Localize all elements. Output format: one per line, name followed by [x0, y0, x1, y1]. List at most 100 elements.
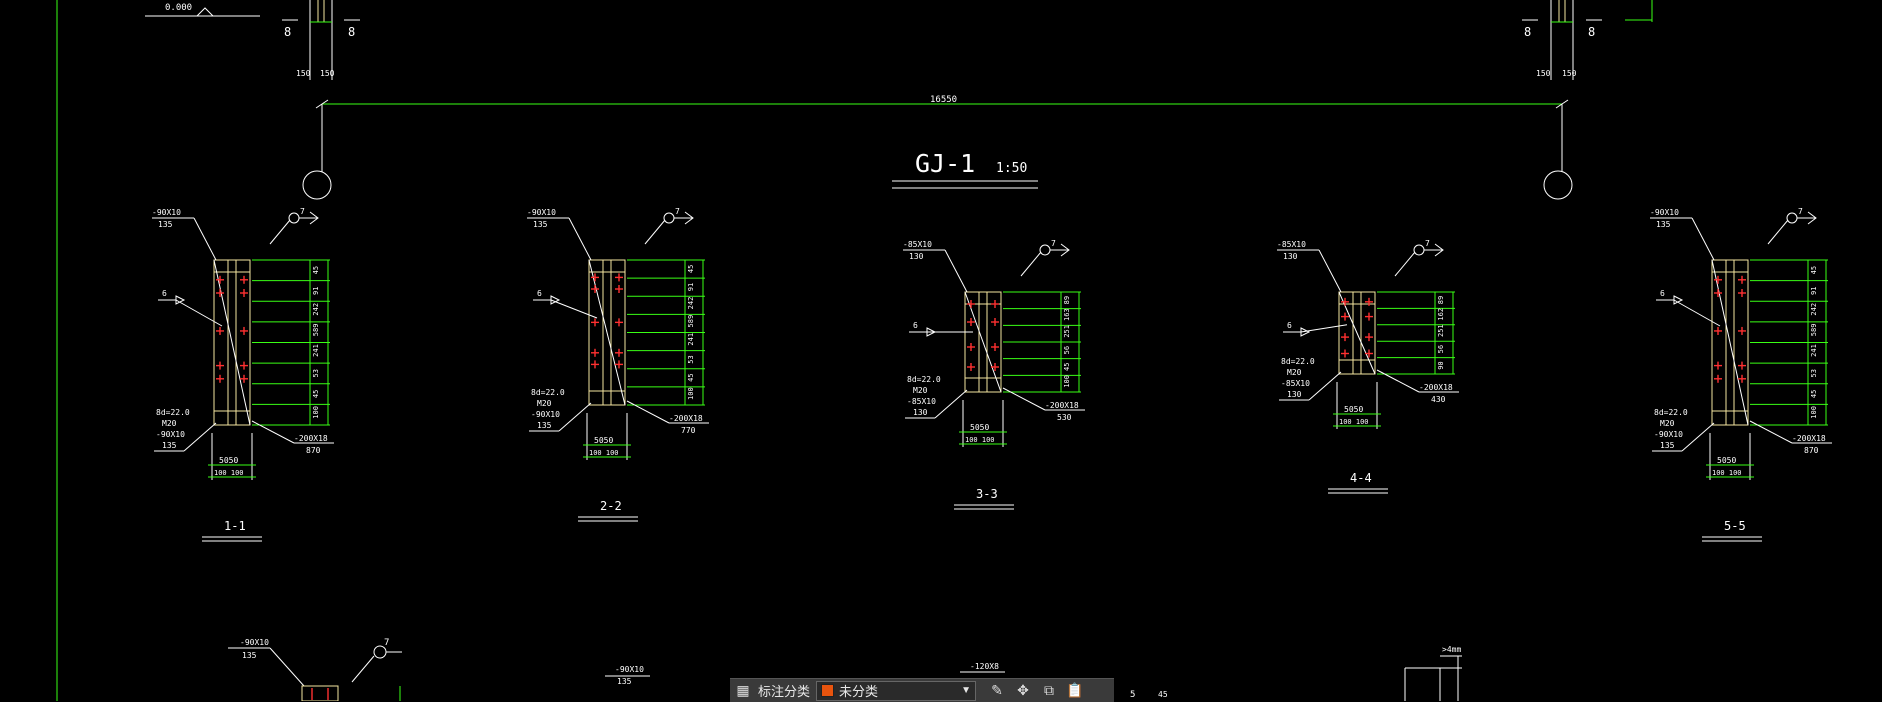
bottom-partials: -90X10 135 7 -90X10 135 -120X8 5 45 >4mm: [228, 638, 1462, 701]
section-bottom-plate-label: -90X10: [156, 430, 185, 439]
section-bottom-plate-label: -85X10: [907, 397, 936, 406]
section-dim-text: 251: [1063, 325, 1071, 338]
section-dim-text: 53: [687, 355, 695, 363]
section-dim-text: 100: [687, 387, 695, 400]
section-dim-text: 91: [312, 287, 320, 295]
section-weld-num: 6: [913, 321, 918, 330]
section-bolt-size: M20: [537, 399, 552, 408]
section-base-plate-len: 530: [1057, 413, 1072, 422]
section-dim-text: 89: [1063, 296, 1071, 304]
section-dim-text: 589: [1810, 324, 1818, 337]
section-top-plate-qty: 130: [1283, 252, 1298, 261]
copy-icon[interactable]: ⧉: [1044, 682, 1055, 698]
section-top-plate-label: -90X10: [527, 208, 556, 217]
section-dim-text: 45: [687, 373, 695, 381]
section-base-plate-label: -200X18: [669, 414, 703, 423]
move-icon[interactable]: ✥: [1017, 682, 1029, 698]
section-bolt-size: M20: [1660, 419, 1675, 428]
section-base-plate-len: 870: [1804, 446, 1819, 455]
section-weld-num-right: 7: [1051, 239, 1056, 248]
section-base-plate-label: -200X18: [1419, 383, 1453, 392]
bottom-label-f: >4mm: [1442, 645, 1461, 654]
scale-text: 1:50: [996, 161, 1027, 176]
dim-left-a: 150: [296, 69, 311, 78]
section-bolt-label: 8d=22.0: [1654, 408, 1688, 417]
section-id-label: 3-3: [976, 487, 998, 501]
span-text: 16550: [930, 95, 957, 105]
section-dim-text: 53: [1810, 369, 1818, 377]
bottom-label-b1: -90X10: [615, 665, 644, 674]
section-base-plate-len: 870: [306, 446, 321, 455]
section-top-plate-qty: 135: [533, 220, 548, 229]
section-bolt-label: 8d=22.0: [156, 408, 190, 417]
section-weld-num-right: 7: [675, 207, 680, 216]
section-bottom-plate-label: -85X10: [1281, 379, 1310, 388]
sec-mark-left-a: 8: [284, 25, 291, 39]
section-dim-text: 162: [1437, 308, 1445, 321]
section-weld-num-right: 7: [300, 207, 305, 216]
edit-icon[interactable]: ✎: [991, 682, 1003, 698]
level-marker: 0.000: [145, 3, 260, 17]
section-dim-text: 242: [1810, 303, 1818, 316]
section-id-label: 5-5: [1724, 519, 1746, 533]
section-top-plate-label: -90X10: [1650, 208, 1679, 217]
section-dim-text: 163: [1063, 308, 1071, 321]
section-dim-text: 45: [1810, 390, 1818, 398]
section-width-a: 5050: [970, 423, 989, 432]
column-right: 8 8 150 150: [1522, 0, 1653, 200]
section-dim-text: 45: [312, 266, 320, 274]
title-text: GJ-1: [915, 149, 975, 178]
section-bottom-plate-qty: 135: [162, 441, 177, 450]
section-dim-text: 241: [687, 333, 695, 346]
dim-left-b: 150: [320, 69, 335, 78]
section-width-a: 5050: [1717, 456, 1736, 465]
paste-icon[interactable]: 📋: [1066, 682, 1084, 698]
section-bottom-plate-qty: 130: [913, 408, 928, 417]
section-width-b: 100 100: [1339, 418, 1369, 426]
dim-right-b: 150: [1562, 69, 1577, 78]
category-color-swatch: [821, 684, 835, 697]
section-width-a: 5050: [1344, 405, 1363, 414]
section-dim-text: 56: [1063, 346, 1071, 354]
section-dim-text: 45: [1063, 363, 1071, 371]
category-grid-icon[interactable]: ▦: [736, 682, 750, 698]
category-select[interactable]: 未分类 ▼: [816, 680, 977, 701]
category-value: 未分类: [839, 684, 879, 699]
dimension-category-toolbar: ▦ 标注分类 未分类 ▼ ✎ ✥ ⧉ 📋: [730, 678, 1114, 702]
section-top-plate-label: -90X10: [152, 208, 181, 217]
section-base-plate-label: -200X18: [1792, 434, 1826, 443]
section-dim-text: 100: [312, 406, 320, 419]
section-dim-text: 89: [1437, 296, 1445, 304]
section-dim-text: 242: [312, 303, 320, 316]
bottom-label-a2: 135: [242, 651, 257, 660]
section-weld-num: 6: [537, 289, 542, 298]
section-base-plate-label: -200X18: [294, 434, 328, 443]
section-width-b: 100 100: [589, 449, 619, 457]
section-plate: [1711, 259, 1749, 426]
section-dim-text: 53: [312, 369, 320, 377]
section-id-label: 2-2: [600, 499, 622, 513]
section-bolt-label: 8d=22.0: [907, 375, 941, 384]
span-dimension: 16550: [315, 95, 1569, 109]
section-base-plate-label: -200X18: [1045, 401, 1079, 410]
section-bolt-size: M20: [913, 386, 928, 395]
sec-mark-right-b: 8: [1588, 25, 1595, 39]
section-plate: [588, 259, 626, 406]
section-bottom-plate-label: -90X10: [1654, 430, 1683, 439]
section-dim-text: 91: [1810, 287, 1818, 295]
bottom-weld-num: 7: [384, 638, 389, 648]
section-plate: [1338, 291, 1376, 375]
section-top-plate-qty: 135: [1656, 220, 1671, 229]
sec-mark-left-b: 8: [348, 25, 355, 39]
section-dim-text: 251: [1437, 324, 1445, 337]
bottom-label-a1: -90X10: [240, 638, 269, 647]
section-dim-text: 241: [312, 344, 320, 357]
section-bottom-plate-qty: 130: [1287, 390, 1302, 399]
section-plate: [213, 259, 251, 426]
section-width-b: 100 100: [965, 436, 995, 444]
section-bolt-size: M20: [1287, 368, 1302, 377]
section-bottom-plate-qty: 135: [537, 421, 552, 430]
